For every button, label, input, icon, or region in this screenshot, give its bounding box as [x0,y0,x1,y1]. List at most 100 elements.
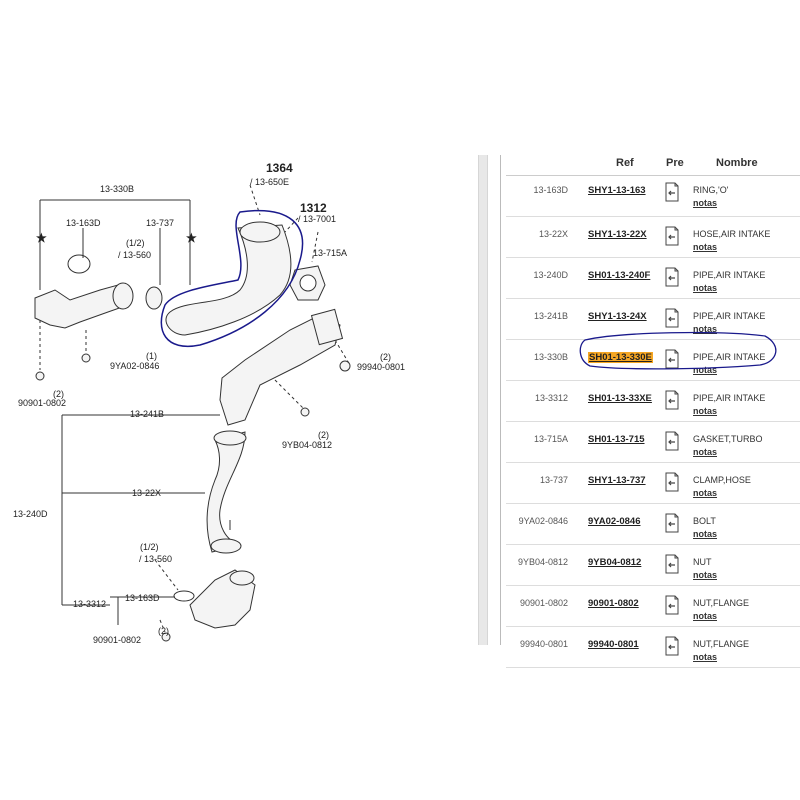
notas-link[interactable]: notas [693,198,718,208]
part-ref-link[interactable]: SHY1-13-22X [588,229,647,240]
table-row: 90901-0802 90901-0802 NUT,FLANGE notas [506,586,800,627]
part-name: PIPE,AIR INTAKE [693,311,766,321]
part-name: NUT,FLANGE [693,598,750,608]
notas-link[interactable]: notas [693,611,718,621]
label-13-241B: 13-241B [130,409,164,419]
label-90901-0802-bot: 90901-0802 [93,635,141,645]
label-1364: 1364 [266,161,293,175]
part-name: CLAMP,HOSE [693,475,751,485]
notas-link[interactable]: notas [693,324,718,334]
label-13-560-top: / 13-560 [118,250,151,260]
parts-diagram: ★ ★ 13-330B 13-163D 1 [0,150,480,670]
label-13-715A: 13-715A [313,248,347,258]
part-name: PIPE,AIR INTAKE [693,270,766,280]
row-code: 90901-0802 [519,598,568,608]
label-9YA02-0846: 9YA02-0846 [110,361,159,371]
svg-text:★: ★ [36,231,47,245]
label-99940-0801: 99940-0801 [357,362,405,372]
label-13-330B: 13-330B [100,184,134,194]
part-ref-link[interactable]: SH01-13-240F [588,270,651,281]
row-code: 99940-0801 [519,639,568,649]
notas-link[interactable]: notas [693,406,718,416]
part-ref-link[interactable]: 9YA02-0846 [588,516,641,527]
label-13-650E: / 13-650E [250,177,289,187]
label-13-163D-bot: 13-163D [125,593,160,603]
row-code: 13-715A [533,434,568,444]
notas-link[interactable]: notas [693,529,718,539]
document-arrow-icon[interactable] [664,349,680,369]
label-qty-2d: (2) [318,430,329,440]
document-arrow-icon[interactable] [664,595,680,615]
part-ref-link[interactable]: SHY1-13-163 [588,185,646,196]
row-code: 13-241B [533,311,568,321]
part-name: BOLT [693,516,716,526]
table-body: 13-163D SHY1-13-163 RING,'O' notas 13-22X SHY… [506,176,800,668]
table-row: 13-241B SHY1-13-24X PIPE,AIR INTAKE notas [506,299,800,340]
part-ref-link[interactable]: 9YB04-0812 [588,557,642,568]
label-13-560-bot: / 13-560 [139,554,172,564]
parts-table: Ref Pre Nombre 13-163D SHY1-13-163 RING,'O… [506,152,800,668]
label-qty-2a: (2) [380,352,391,362]
table-header: Ref Pre Nombre [506,152,800,176]
part-ref-link[interactable]: SHY1-13-737 [588,475,646,486]
document-arrow-icon[interactable] [664,226,680,246]
part-ref-link[interactable]: 99940-0801 [588,639,639,650]
label-9YB04-0812: 9YB04-0812 [282,440,332,450]
row-code: 9YA02-0846 [518,516,568,526]
label-half-bot: (1/2) [140,542,159,552]
notas-link[interactable]: notas [693,570,718,580]
table-row: 13-715A SH01-13-715 GASKET,TURBO notas [506,422,800,463]
document-arrow-icon[interactable] [664,636,680,656]
document-arrow-icon[interactable] [664,472,680,492]
notas-link[interactable]: notas [693,488,718,498]
part-name: PIPE,AIR INTAKE [693,352,766,362]
scrollbar-thumb[interactable] [479,155,487,645]
part-ref-link[interactable]: SHY1-13-24X [588,311,647,322]
document-arrow-icon[interactable] [664,182,680,202]
label-qty-1a: (1) [146,351,157,361]
table-row: 13-737 SHY1-13-737 CLAMP,HOSE notas [506,463,800,504]
document-arrow-icon[interactable] [664,390,680,410]
notas-link[interactable]: notas [693,447,718,457]
table-row: 13-163D SHY1-13-163 RING,'O' notas [506,176,800,217]
label-13-7001: / 13-7001 [298,214,336,224]
table-row: 99940-0801 99940-0801 NUT,FLANGE notas [506,627,800,668]
notas-link[interactable]: notas [693,283,718,293]
notas-link[interactable]: notas [693,652,718,662]
part-ref-link[interactable]: 90901-0802 [588,598,639,609]
notas-link[interactable]: notas [693,242,718,252]
part-name: NUT [693,557,712,567]
part-ref-link[interactable]: SH01-13-715 [588,434,645,445]
row-code: 13-737 [539,475,568,485]
row-code: 9YB04-0812 [517,557,568,567]
label-90901-0802-top: 90901-0802 [18,398,66,408]
table-row: 13-22X SHY1-13-22X HOSE,AIR INTAKE notas [506,217,800,258]
part-ref-link[interactable]: SH01-13-33XE [588,393,652,404]
document-arrow-icon[interactable] [664,267,680,287]
part-ref-link[interactable]: SH01-13-330E [588,352,653,363]
part-name: RING,'O' [693,185,729,195]
label-half-top: (1/2) [126,238,145,248]
document-arrow-icon[interactable] [664,308,680,328]
notas-link[interactable]: notas [693,365,718,375]
document-arrow-icon[interactable] [664,554,680,574]
part-name: HOSE,AIR INTAKE [693,229,771,239]
part-name: NUT,FLANGE [693,639,750,649]
part-name: GASKET,TURBO [693,434,763,444]
table-row: 9YB04-0812 9YB04-0812 NUT notas [506,545,800,586]
part-name: PIPE,AIR INTAKE [693,393,766,403]
label-qty-2e: (2) [158,626,169,636]
header-nombre: Nombre [716,157,758,169]
label-13-3312: 13-3312 [73,599,106,609]
document-arrow-icon[interactable] [664,513,680,533]
row-code: 13-163D [533,185,568,195]
diagram-scrollbar[interactable] [478,155,488,645]
table-row: 9YA02-0846 9YA02-0846 BOLT notas [506,504,800,545]
document-arrow-icon[interactable] [664,431,680,451]
label-13-240D: 13-240D [13,509,48,519]
header-ref: Ref [616,157,634,169]
row-code: 13-22X [538,229,568,239]
